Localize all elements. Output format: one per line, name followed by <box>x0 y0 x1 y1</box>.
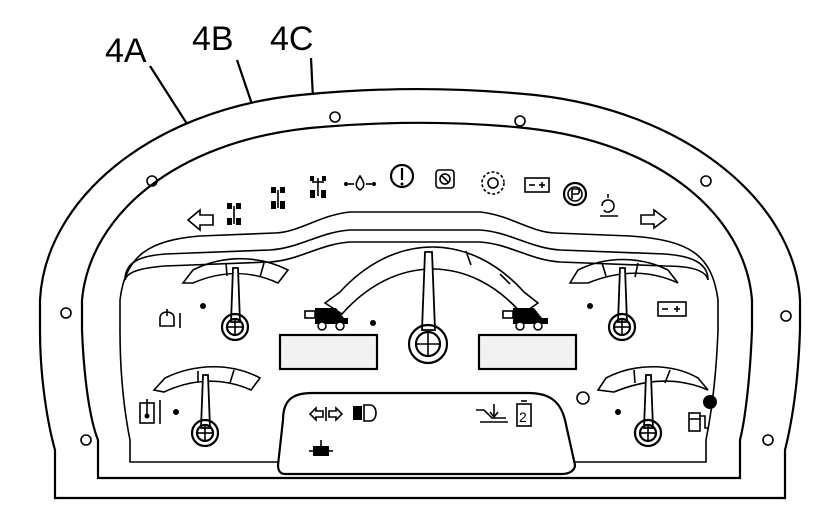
transmission-oil-icon <box>139 399 161 424</box>
cluster-upper-band <box>124 229 709 281</box>
fuel-level-gauge <box>596 365 717 448</box>
battery-charge-icon <box>524 177 550 193</box>
front-wheel-assist-icon <box>271 187 285 209</box>
mount-hole <box>60 307 72 319</box>
cluster-inner-bezel <box>119 211 719 463</box>
lower-indicator-panel <box>276 391 577 476</box>
fuel-pump-icon <box>688 395 717 432</box>
turn-signal-indicator-icon <box>308 406 344 422</box>
hitch-position-icon <box>476 404 508 423</box>
hitch-icon <box>600 194 618 217</box>
high-beam-icon <box>353 404 377 422</box>
left-lcd-display <box>278 333 379 371</box>
parking-brake-icon <box>562 181 588 207</box>
gear-indicator-icon: 2 <box>516 400 532 427</box>
mount-hole <box>329 111 341 123</box>
air-filter-icon <box>435 169 455 189</box>
mount-hole <box>576 391 590 405</box>
master-warning-icon <box>389 163 415 189</box>
mount-hole <box>514 115 526 127</box>
tachometer-gauge <box>323 246 540 365</box>
warning-light-row <box>186 163 668 232</box>
battery-voltage-gauge <box>568 258 687 342</box>
callout-4b-label: 4B <box>192 20 234 58</box>
mounting-holes <box>60 111 792 446</box>
oil-pressure-icon <box>344 174 376 191</box>
tractor-rabbit-icon <box>304 308 348 331</box>
differential-lock-icon <box>310 176 326 198</box>
mount-hole <box>80 434 92 446</box>
pto-icon <box>309 440 333 456</box>
mount-hole <box>762 434 774 446</box>
tractor-turtle-icon <box>502 308 548 331</box>
gear-number: 2 <box>519 409 527 425</box>
callout-4c-label: 4C <box>270 20 313 58</box>
left-turn-arrow-icon <box>186 208 214 232</box>
coolant-icon <box>159 309 181 328</box>
mount-hole <box>146 175 158 187</box>
transmission-temp-icon <box>481 171 505 195</box>
four-wheel-drive-icon <box>227 203 241 225</box>
right-turn-arrow-icon <box>640 208 668 230</box>
engine-coolant-temp-gauge <box>159 257 290 342</box>
callout-4a-label: 4A <box>105 32 147 70</box>
mount-hole <box>700 175 712 187</box>
right-lcd-display <box>477 333 578 371</box>
mount-hole <box>780 310 792 322</box>
transmission-oil-temp-gauge <box>139 366 262 448</box>
battery-icon <box>657 301 687 317</box>
